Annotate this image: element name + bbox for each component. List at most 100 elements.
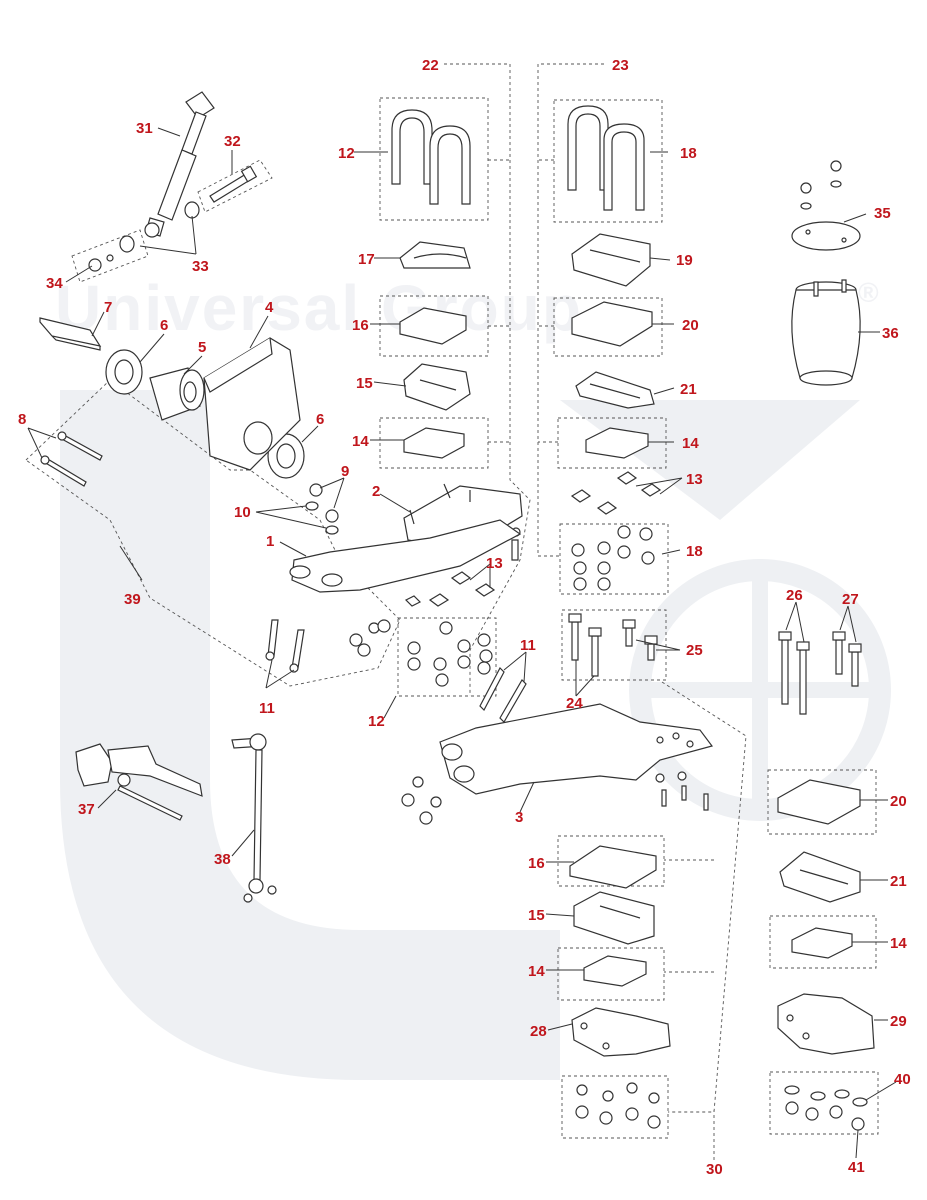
- callout-14-left: 14: [352, 433, 369, 450]
- callout-14-bottom-right: 14: [890, 935, 907, 952]
- callout-15-bottom: 15: [528, 907, 545, 924]
- arm-1-part: [289, 519, 522, 593]
- arm-3-part: [439, 703, 714, 795]
- group-outlines: [25, 63, 879, 1160]
- callout-19: 19: [676, 252, 693, 269]
- callout-21-top: 21: [680, 381, 697, 398]
- bolt-25-part: [622, 619, 658, 661]
- pad-14a-part: [403, 427, 465, 459]
- callout-16-bottom: 16: [528, 855, 545, 872]
- seat-21-part: [575, 371, 655, 409]
- bolt-26-part: [778, 631, 810, 715]
- callout-31: 31: [136, 120, 153, 137]
- pad-20-part: [571, 301, 653, 347]
- callout-4: 4: [265, 299, 274, 316]
- nut-cluster-12-part: [349, 619, 493, 687]
- seat-15b-part: [573, 891, 655, 945]
- callout-26: 26: [786, 587, 803, 604]
- pad-16-part: [399, 307, 467, 345]
- bracket-28-part: [571, 1007, 671, 1057]
- callout-35: 35: [874, 205, 891, 222]
- callout-6-bottom: 6: [316, 411, 324, 428]
- callout-30: 30: [706, 1161, 723, 1178]
- callout-28: 28: [530, 1023, 547, 1040]
- callout-33: 33: [192, 258, 209, 275]
- bolt-8-part: [40, 431, 103, 487]
- callout-36: 36: [882, 325, 899, 342]
- callout-13-right: 13: [686, 471, 703, 488]
- plate-13-part: [404, 471, 662, 607]
- watermark: Universal Group ®: [55, 272, 891, 1080]
- callout-17: 17: [358, 251, 375, 268]
- callout-21-bottom: 21: [890, 873, 907, 890]
- callout-34: 34: [46, 275, 63, 292]
- valve-37-part: [75, 743, 203, 821]
- callout-labels: 31 32 33 34 7 6 5 4 6 8 9 10 1 2 22 23 1…: [18, 57, 911, 1178]
- callout-29: 29: [890, 1013, 907, 1030]
- bracket-29-part: [777, 993, 875, 1055]
- u-bolt-12-part: [391, 109, 471, 205]
- plate-35-part: [791, 160, 861, 251]
- saddle-17-part: [399, 241, 471, 269]
- callout-2: 2: [372, 483, 380, 500]
- nut-cluster-40-part: [784, 1085, 868, 1131]
- bolt-27-part: [832, 631, 862, 687]
- callout-14-bottom-left: 14: [528, 963, 545, 980]
- callout-18-top: 18: [680, 145, 697, 162]
- callout-13-left: 13: [486, 555, 503, 572]
- callout-18-bottom: 18: [686, 543, 703, 560]
- link-38-part: [231, 733, 277, 903]
- pad-20b-part: [777, 779, 861, 825]
- callout-20-bottom: 20: [890, 793, 907, 810]
- watermark-mark: ®: [858, 277, 881, 308]
- seat-21b-part: [779, 851, 861, 903]
- callout-12-bottom: 12: [368, 713, 385, 730]
- pad-16b-part: [569, 845, 657, 889]
- callout-1: 1: [266, 533, 274, 550]
- callout-41: 41: [848, 1159, 865, 1176]
- air-spring-36-part: [791, 279, 861, 386]
- saddle-19-part: [571, 233, 651, 287]
- callout-10: 10: [234, 504, 251, 521]
- callout-14-right: 14: [682, 435, 699, 452]
- bolt-24-part: [568, 613, 602, 677]
- seat-15-part: [403, 363, 471, 411]
- callout-32: 32: [224, 133, 241, 150]
- callout-25: 25: [686, 642, 703, 659]
- callout-37: 37: [78, 801, 95, 818]
- callout-9: 9: [341, 463, 349, 480]
- nut-cluster-18-part: [571, 525, 655, 591]
- nut-cluster-30-part: [575, 1082, 661, 1129]
- nut-9-part: [309, 483, 339, 523]
- leader-lines: [27, 127, 897, 1159]
- bracket-4-part: [203, 337, 301, 471]
- callout-24: 24: [566, 695, 583, 712]
- callout-6-top: 6: [160, 317, 168, 334]
- u-bolt-18-part: [567, 105, 645, 211]
- callout-40: 40: [894, 1071, 911, 1088]
- callout-8: 8: [18, 411, 26, 428]
- watermark-text: Universal Group: [55, 272, 583, 344]
- callout-38: 38: [214, 851, 231, 868]
- bolt-32-part: [209, 165, 258, 203]
- bushing-5-part: [149, 367, 205, 421]
- bolt-11-part: [265, 619, 527, 723]
- callout-5: 5: [198, 339, 206, 356]
- callout-16-top: 16: [352, 317, 369, 334]
- nut-34-part: [88, 254, 114, 272]
- nut-cluster-3-part: [401, 771, 709, 825]
- seat-2-part: [403, 483, 523, 561]
- callout-39: 39: [124, 591, 141, 608]
- callout-20-top: 20: [682, 317, 699, 334]
- block-7-part: [39, 317, 102, 351]
- callout-11-right: 11: [520, 637, 536, 654]
- washer-6-part: [105, 349, 305, 479]
- callout-15-top: 15: [356, 375, 373, 392]
- pad-14b-part: [585, 427, 649, 459]
- callout-12-top: 12: [338, 145, 355, 162]
- callout-22: 22: [422, 57, 439, 74]
- callout-23: 23: [612, 57, 629, 74]
- callout-11-left: 11: [259, 700, 275, 717]
- shock-absorber-part: [144, 91, 215, 238]
